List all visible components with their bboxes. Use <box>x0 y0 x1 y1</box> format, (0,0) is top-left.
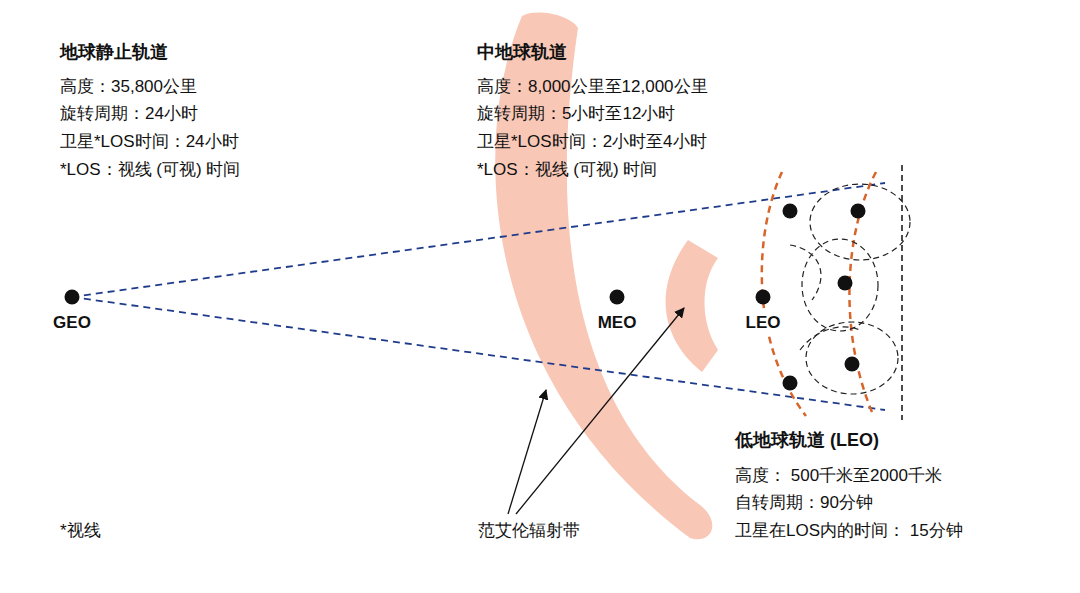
satellite-dot <box>783 376 798 391</box>
orbit-note: 高度：35,800公里 <box>60 77 197 97</box>
orbit-heading: 低地球轨道 (LEO) <box>735 430 879 450</box>
coverage-footprint <box>810 184 910 260</box>
orbit-name: LEO <box>744 313 783 333</box>
coverage-footprint <box>802 239 878 331</box>
orbit-note: *LOS：视线 (可视) 时间 <box>60 160 240 180</box>
coverage-footprint <box>790 245 821 300</box>
orbit-note: *LOS：视线 (可视) 时间 <box>477 160 657 180</box>
line-of-sight <box>72 297 885 410</box>
satellite-dot <box>755 289 771 305</box>
satellite-dot <box>783 204 798 219</box>
leader-arrow <box>508 390 546 514</box>
satellite-dot <box>64 289 80 305</box>
orbit-note: 范艾伦辐射带 <box>478 521 580 541</box>
orbit-note: 高度：8,000公里至12,000公里 <box>477 77 708 97</box>
satellite-dot <box>838 276 853 291</box>
orbit-heading: 中地球轨道 <box>477 42 567 62</box>
orbit-note: 旋转周期：24小时 <box>60 104 198 124</box>
satellite-dot <box>64 290 79 305</box>
orbit-note: 旋转周期：5小时至12小时 <box>477 104 675 124</box>
coverage-footprint <box>800 327 860 350</box>
orbit-note: 卫星*LOS时间：2小时至4小时 <box>477 132 707 152</box>
orbit-note: 自转周期：90分钟 <box>735 493 873 513</box>
leader-arrow <box>516 308 684 514</box>
orbit-name: GEO <box>51 313 93 333</box>
orbit-note: 卫星在LOS内的时间： 15分钟 <box>735 521 963 541</box>
orbit-note: *视线 <box>60 521 101 541</box>
orbit-satellite: MEO <box>596 289 639 333</box>
satellite-dot <box>609 290 624 305</box>
inner-radiation-belt <box>666 240 718 372</box>
orbit-satellite: LEO <box>744 289 783 333</box>
leo-orbit-arc <box>849 172 876 412</box>
satellite-dot <box>845 357 860 372</box>
satellite-dot <box>851 204 866 219</box>
earth-horizon <box>901 165 903 420</box>
satellite-dot <box>609 289 625 305</box>
orbit-note: 卫星*LOS时间：24小时 <box>60 132 239 152</box>
satellite-dot <box>755 290 770 305</box>
orbit-satellite: GEO <box>51 289 93 333</box>
orbit-note: 高度： 500千米至2000千米 <box>735 466 942 486</box>
orbit-heading: 地球静止轨道 <box>60 42 168 62</box>
orbit-name: MEO <box>596 313 639 333</box>
coverage-footprint <box>806 322 898 394</box>
